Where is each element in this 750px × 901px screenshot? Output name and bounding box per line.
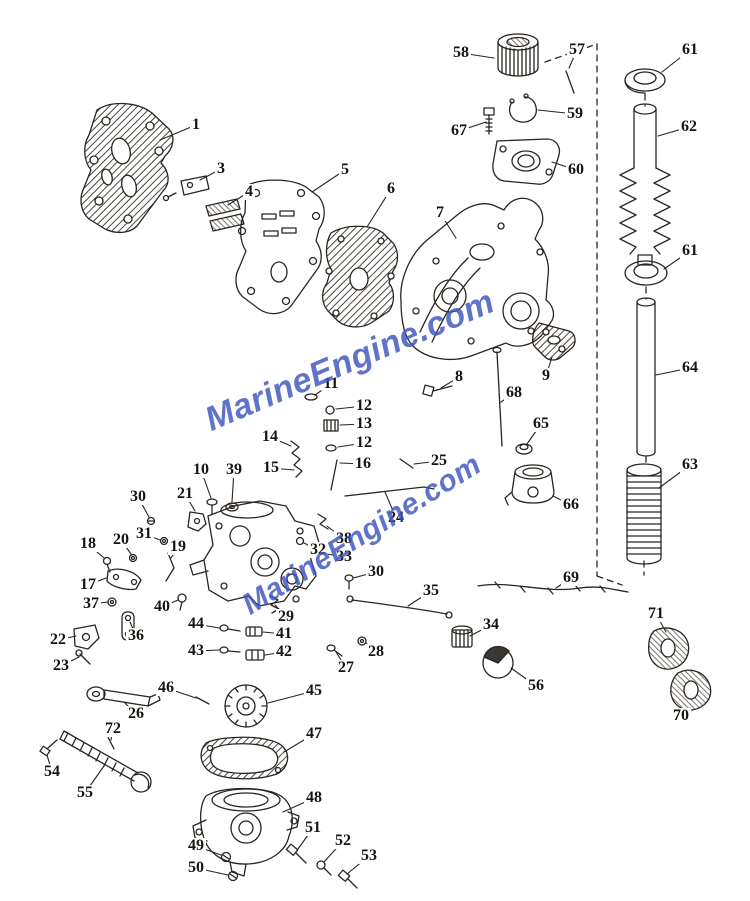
leader-line-52	[323, 840, 344, 863]
leader-line-7	[439, 212, 457, 239]
leader-line-58	[460, 52, 495, 59]
needle-valve-parts	[206, 393, 435, 515]
part-62-plunger-spring	[619, 103, 671, 266]
part-59-clip	[508, 93, 537, 123]
leader-line-45	[267, 690, 315, 704]
leader-line-18	[87, 543, 105, 559]
leader-line-14	[269, 436, 292, 447]
part-4-reed-plates	[205, 198, 245, 232]
part-6-gasket	[321, 225, 399, 328]
fuel-pump-parts	[195, 624, 289, 780]
leader-line-35	[407, 590, 432, 607]
leader-line-41	[262, 631, 285, 635]
leader-line-28	[365, 642, 377, 653]
part-7-intake-manifold	[400, 197, 555, 361]
carburetor-body	[189, 500, 321, 607]
leader-line-30	[352, 571, 377, 579]
leader-line-3	[199, 168, 222, 181]
leader-line-44	[195, 623, 220, 629]
part-63-ribbed-hose	[626, 463, 662, 565]
leader-line-31	[143, 533, 161, 541]
leader-line-30	[137, 496, 150, 518]
leader-line-42	[264, 651, 285, 656]
leader-line-25	[413, 460, 440, 465]
leader-line-13	[339, 423, 365, 426]
part-1-gasket-plate	[80, 102, 174, 234]
leader-line-55	[84, 765, 105, 794]
leader-line-17	[87, 577, 107, 586]
leader-line-12	[337, 442, 365, 448]
leader-line-66	[552, 495, 572, 506]
part-3-retainer	[162, 175, 210, 202]
part-9-gasket	[532, 322, 576, 361]
leader-line-23	[60, 656, 80, 667]
leader-line-24	[384, 491, 397, 519]
leader-line-5	[311, 169, 346, 193]
part-57-pin	[565, 70, 575, 94]
leader-line-72	[110, 728, 114, 741]
leader-line-51	[297, 827, 314, 850]
leader-line-22	[57, 635, 77, 641]
leader-line-69	[555, 577, 572, 589]
leader-line-68	[500, 392, 515, 403]
leader-line-62	[657, 126, 690, 137]
part-61-seal-top	[624, 68, 666, 94]
leader-line-53	[346, 855, 370, 875]
leader-line-16	[339, 462, 364, 465]
leader-line-37	[90, 601, 109, 605]
leader-line-61	[661, 49, 691, 73]
leader-line-10	[200, 469, 212, 499]
leader-line-59	[537, 109, 576, 115]
leader-line-32	[303, 542, 319, 551]
leader-line-6	[366, 188, 392, 228]
leader-line-46	[165, 687, 197, 699]
leader-line-54	[46, 754, 53, 773]
leader-line-15	[270, 467, 295, 471]
leader-line-39	[231, 469, 235, 503]
part-67-bolt	[483, 107, 495, 135]
leader-line-34	[469, 624, 492, 637]
leader-line-47	[283, 733, 315, 753]
linkage-parts-right	[269, 346, 629, 679]
leader-line-63	[658, 464, 691, 489]
leader-line-40	[161, 599, 179, 608]
leader-line-38	[326, 525, 345, 540]
leader-line-64	[655, 367, 691, 376]
leader-line-48	[282, 797, 315, 813]
leader-line-11	[314, 383, 332, 396]
leader-line-12	[335, 405, 365, 410]
leader-line-50	[195, 867, 229, 876]
leader-line-21	[184, 493, 196, 512]
part-58-knurled-cap	[497, 33, 539, 77]
part-60-flange	[492, 138, 561, 185]
part-64-tube	[636, 297, 656, 457]
linkage-parts-left	[39, 511, 207, 793]
leader-line-56	[510, 667, 537, 687]
leader-line-43	[195, 649, 220, 652]
leader-line-61	[663, 250, 691, 270]
part-5-reed-plate	[235, 179, 325, 315]
leader-line-27	[335, 651, 347, 669]
leader-line-19	[170, 546, 179, 559]
part-71-70-clamp-halves	[648, 627, 712, 711]
leader-line-33	[326, 553, 345, 558]
leader-line-20	[120, 539, 132, 555]
part-61-seal-bottom	[624, 260, 668, 286]
assembly-dashed-lines	[544, 43, 647, 586]
leader-line-65	[526, 423, 542, 445]
leader-line-67	[458, 121, 487, 132]
